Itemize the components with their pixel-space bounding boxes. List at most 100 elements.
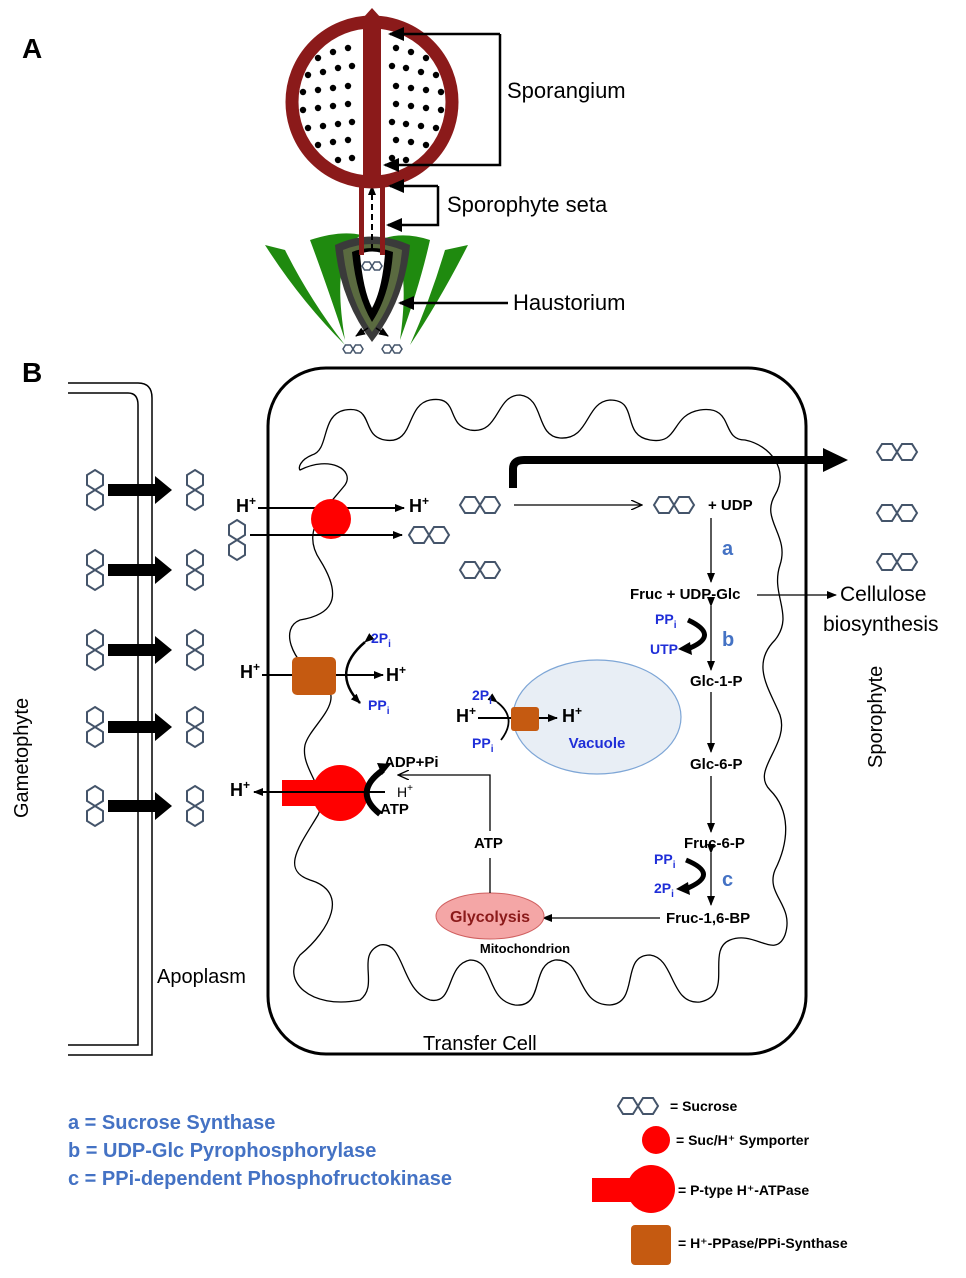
glc6p-label: Glc-6-P [690, 756, 743, 773]
sucrose-cytosol-1 [459, 496, 501, 514]
legend-sucrose-text: = Sucrose [670, 1098, 738, 1114]
h-out-symporter: H+ [409, 494, 429, 516]
pp-vacuole: PPi [472, 735, 494, 755]
sporophyte-drawing [265, 8, 468, 354]
right-leaf-inner [385, 235, 430, 340]
pp-label-b: PPi [655, 611, 677, 631]
sucrose-below-left [342, 344, 364, 354]
tonoplast-ppase-protein [511, 707, 539, 731]
step-b-cofactor-arc [686, 617, 707, 651]
plasma-membrane-ingrowths [289, 394, 788, 1006]
fruc6p-label: Fruc-6-P [684, 835, 745, 852]
sucrose-synthase-substrate [653, 496, 695, 514]
vacuole-label: Vacuole [569, 735, 626, 752]
atp-glycolysis-label: ATP [474, 835, 503, 852]
legend-atpase-head [627, 1165, 675, 1213]
legend-sucrose-icon [617, 1097, 659, 1115]
gametophyte-label: Gametophyte [11, 698, 33, 818]
sucrose-export-arrow [509, 456, 825, 488]
sucrose-gameto-4 [86, 706, 104, 748]
enzyme-c-label: c [722, 869, 733, 891]
mitochondrion-label: Mitochondrion [480, 941, 570, 956]
sucrose-apo-1 [186, 469, 204, 511]
pp-label-c: PPi [654, 851, 676, 871]
ppase-cofactor-arc [344, 633, 375, 704]
haustorium-left-arrow [355, 327, 369, 337]
membrane-ppase: H+ H+ 2Pi PPi [240, 630, 406, 717]
ppase-protein [292, 657, 336, 695]
enzyme-a-label: a [722, 538, 734, 560]
fruc-udpglc-label: Fruc + UDP-Glc [630, 586, 740, 603]
export-arrow-1 [108, 476, 172, 504]
sucrose-sporo-1 [876, 443, 918, 461]
sucrose-symporter-in [228, 519, 246, 561]
suc-h-symporter: H+ H+ [228, 494, 450, 561]
sucrose-gameto-5 [86, 785, 104, 827]
glycolysis-label: Glycolysis [450, 909, 530, 926]
sucrose-sporo-3 [876, 553, 918, 571]
h-out-ppase: H+ [386, 663, 406, 685]
haustorium-right-arrow [375, 327, 389, 337]
gametophyte-cell-wall-inner [68, 392, 139, 1046]
export-arrow-5 [108, 792, 172, 820]
h-in-symporter: H+ [236, 494, 256, 516]
enzyme-legend: a = Sucrose Synthase b = UDP-Glc Pyropho… [68, 1112, 452, 1190]
h-in-vacuole: H+ [456, 704, 476, 726]
two-pi-label-c: 2Pi [654, 880, 674, 900]
sporangium-column [363, 8, 381, 182]
sporophyte-label: Sporophyte [865, 666, 887, 768]
enzyme-legend-b: b = UDP-Glc Pyrophosphorylase [68, 1140, 376, 1162]
sporangium-bracket [383, 34, 502, 172]
seta-left-wall [359, 180, 364, 255]
atp-atpase-label: ATP [380, 801, 409, 818]
glc1p-label: Glc-1-P [690, 673, 743, 690]
apoplasm-label: Apoplasm [157, 966, 246, 988]
sporangium-label: Sporangium [507, 78, 626, 103]
h-in-ppase: H+ [240, 660, 260, 682]
two-pi-vacuole: 2Pi [472, 687, 492, 707]
step-c-cofactor-arc [685, 857, 706, 891]
panel-a-letter: A [22, 33, 42, 64]
pp-ppase: PPi [368, 697, 390, 717]
transfer-cell-wall [266, 366, 808, 1056]
legend-atpase-stalk [592, 1178, 632, 1202]
adp-pi-label: ADP+Pi [384, 754, 439, 771]
panel-b-letter: B [22, 357, 42, 388]
export-arrow-4 [108, 713, 172, 741]
atp-to-atpase-arrow [398, 775, 491, 831]
enzyme-legend-a: a = Sucrose Synthase [68, 1112, 275, 1134]
export-arrow-2 [108, 556, 172, 584]
right-leaf [410, 245, 468, 345]
gametophyte-cell-wall-outer [68, 382, 153, 1056]
h-in-atpase: H+ [397, 783, 413, 800]
two-pi-ppase: 2Pi [371, 630, 391, 650]
p-type-atpase: H+ ADP+Pi H+ ATP [230, 754, 439, 821]
legend-ppase-text: = H⁺-PPase/PPi-Synthase [678, 1235, 848, 1251]
legend-ppase-icon [631, 1225, 671, 1265]
cellulose-label-1: Cellulose [840, 583, 926, 606]
seta-bracket [386, 186, 440, 232]
enzyme-legend-c: c = PPi-dependent Phosphofructokinase [68, 1168, 452, 1190]
sucrose-gameto-2 [86, 549, 104, 591]
atpase-cofactor-head [377, 763, 391, 775]
export-arrow-3 [108, 636, 172, 664]
sucrose-gameto-1 [86, 469, 104, 511]
seta-label: Sporophyte seta [447, 192, 608, 217]
sucrose-apo-5 [186, 785, 204, 827]
enzyme-b-label: b [722, 629, 734, 651]
haustorium-label: Haustorium [513, 290, 625, 315]
legend-symporter-icon [642, 1126, 670, 1154]
sucrose-symporter-out [408, 526, 450, 544]
legend-atpase-text: = P-type H⁺-ATPase [678, 1182, 809, 1198]
sucrose-apo-4 [186, 706, 204, 748]
sucrose-export-arrowhead [823, 448, 848, 472]
h-out-atpase: H+ [230, 778, 250, 800]
utp-label: UTP [650, 641, 678, 657]
symbol-legend: = Sucrose = Suc/H⁺ Symporter = P-type H⁺… [592, 1097, 848, 1265]
tonoplast-ppase: H+ H+ 2Pi PPi [456, 687, 582, 755]
legend-symporter-text: = Suc/H⁺ Symporter [676, 1132, 810, 1148]
sucrose-gameto-3 [86, 629, 104, 671]
sucrose-below-right [381, 344, 403, 354]
left-leaf [265, 245, 345, 345]
